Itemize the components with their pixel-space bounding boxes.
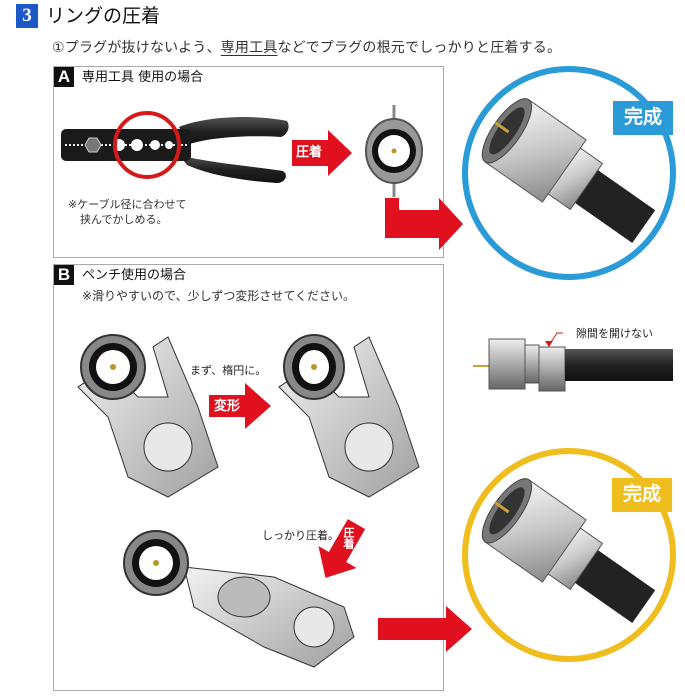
connector-side-view-icon [473, 332, 673, 392]
result-a-arrow-icon [385, 198, 463, 250]
panel-b: B ペンチ使用の場合 ※滑りやすいので、少しずつ変形させてください。 まず、楕円… [53, 264, 444, 691]
instruction-prefix: ①プラグが抜けないよう、 [52, 40, 221, 56]
result-a-badge [613, 101, 673, 135]
panel-b-label: B [54, 265, 74, 285]
press-arrow-label: 圧着 [342, 527, 355, 549]
deform-arrow-icon [209, 383, 271, 429]
panel-a-label: A [54, 67, 74, 87]
section-number-badge: 3 [16, 4, 38, 28]
deform-arrow-label: 変形 [214, 399, 241, 414]
step1-caption: まず、楕円に。 [190, 364, 267, 377]
pliers-oval-icon [278, 334, 420, 498]
side-view-callout: 隙間を開けない [576, 327, 653, 340]
panel-a-title: 専用工具 使用の場合 [82, 70, 204, 85]
crimp-tool-icon [61, 111, 289, 183]
result-b-badge [612, 478, 672, 512]
crimped-ring-icon [365, 105, 423, 197]
press-arrow-icon [318, 519, 366, 578]
instruction-suffix: などでプラグの根元でしっかりと圧着する。 [277, 40, 562, 56]
panel-b-subtitle: ※滑りやすいので、少しずつ変形させてください。 [82, 289, 355, 303]
panel-a-note-line1: ※ケーブル径に合わせて [68, 198, 187, 211]
panel-b-title: ペンチ使用の場合 [82, 268, 187, 283]
f-connector-complete-icon [481, 478, 656, 624]
panel-a-note: ※ケーブル径に合わせて 挟んでかしめる。 [68, 197, 187, 227]
pliers-closed-icon [123, 530, 355, 668]
instruction-underlined: 専用工具 [220, 40, 278, 56]
result-b-label: 完成 [622, 483, 661, 505]
instruction-text: ①プラグが抜けないよう、専用工具などでプラグの根元でしっかりと圧着する。 [52, 37, 561, 59]
step2-caption: しっかり圧着。 [262, 529, 339, 542]
result-a-label: 完成 [623, 106, 662, 128]
crimp-arrow-icon [292, 130, 352, 176]
result-b-arrow-icon [378, 606, 472, 652]
panel-a: A 専用工具 使用の場合 圧着 ※ケーブル径に合わせて 挟んでかしめる。 [53, 66, 444, 258]
panel-a-note-line2: 挟んでかしめる。 [80, 213, 168, 226]
crimp-arrow-label: 圧着 [296, 145, 323, 160]
section-title: リングの圧着 [46, 5, 161, 27]
pliers-icon [77, 334, 219, 498]
f-connector-icon [481, 98, 656, 244]
